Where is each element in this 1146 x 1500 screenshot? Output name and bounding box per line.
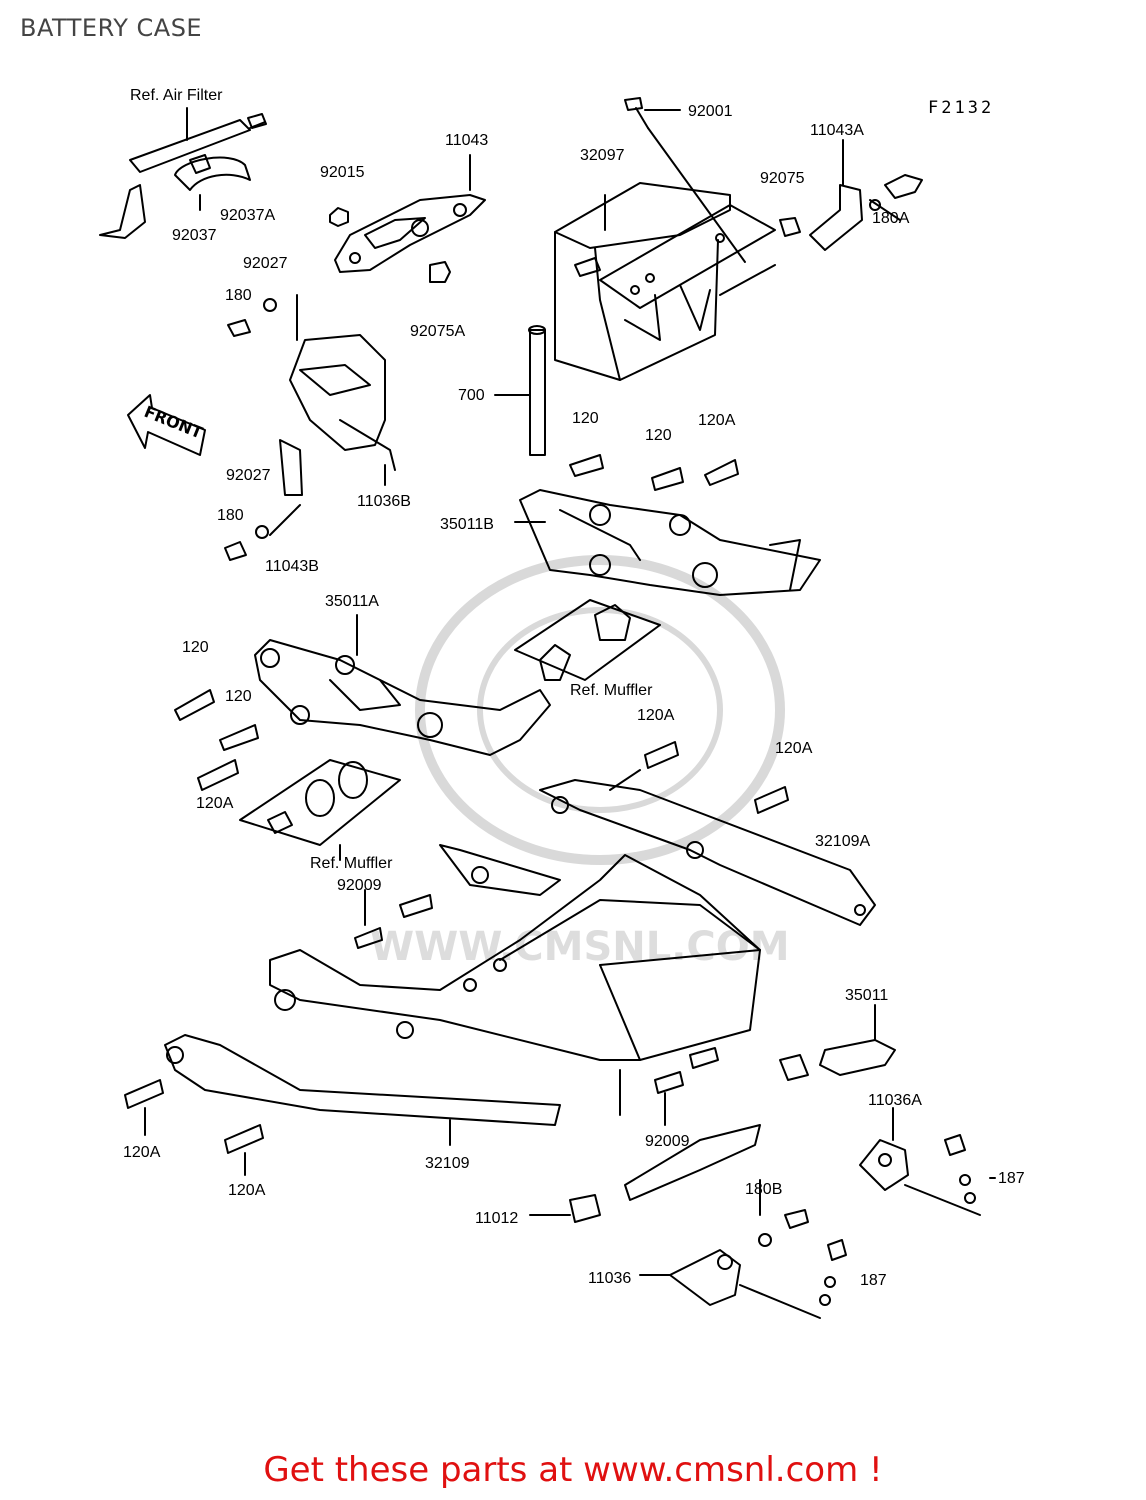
label-120-b: 120 — [645, 427, 672, 444]
label-120-d: 120 — [225, 688, 252, 705]
label-32109A: 32109A — [815, 833, 870, 850]
part-11036A-mount — [859, 1107, 996, 1216]
label-92037A: 92037A — [220, 207, 275, 224]
label-120A-c: 120A — [637, 707, 675, 724]
label-92001: 92001 — [688, 103, 733, 120]
label-11043A: 11043A — [810, 122, 864, 139]
label-92075A: 92075A — [410, 323, 465, 340]
page-title: BATTERY CASE — [20, 14, 203, 42]
part-11012-collar — [529, 1194, 601, 1223]
label-700: 700 — [458, 387, 485, 404]
part-11036-mount — [639, 1179, 847, 1319]
watermark-logo: WWW.CMSNL.COM — [370, 555, 790, 970]
label-92037: 92037 — [172, 227, 217, 244]
part-35011-grab-rail — [619, 1004, 896, 1201]
part-32109A-rail — [539, 741, 876, 926]
label-11036B: 11036B — [357, 493, 411, 510]
part-35011A — [174, 599, 661, 791]
part-92001-bolt — [624, 97, 746, 263]
label-92009-upper: 92009 — [337, 877, 382, 894]
front-arrow-label: FRONT — [141, 402, 205, 443]
muffler-ref-lower — [239, 759, 401, 861]
label-120A-f: 120A — [228, 1182, 266, 1199]
label-35011B: 35011B — [440, 516, 494, 533]
part-32097-battery-case — [554, 182, 776, 381]
label-11012: 11012 — [475, 1210, 518, 1227]
label-11043B: 11043B — [265, 558, 319, 575]
parts-diagram: WWW.CMSNL.COM — [99, 87, 1025, 1319]
label-11043: 11043 — [445, 132, 488, 149]
label-120A-e: 120A — [123, 1144, 161, 1161]
label-187-lower: 187 — [860, 1272, 887, 1289]
label-120A-a: 120A — [698, 412, 736, 429]
label-92027-top: 92027 — [243, 255, 288, 272]
label-180A: 180A — [872, 210, 910, 227]
air-filter-bracket — [99, 107, 267, 239]
label-120-a: 120 — [572, 410, 599, 427]
part-11036B — [224, 294, 396, 561]
label-32097: 32097 — [580, 147, 625, 164]
label-120A-d: 120A — [775, 740, 813, 757]
label-180-bottom: 180 — [217, 507, 244, 524]
label-120-c: 120 — [182, 639, 209, 656]
label-120A-b: 120A — [196, 795, 234, 812]
label-35011A: 35011A — [325, 593, 379, 610]
watermark-text: WWW.CMSNL.COM — [370, 924, 790, 970]
label-92075: 92075 — [760, 170, 805, 187]
label-92009-lower: 92009 — [645, 1133, 690, 1150]
label-35011: 35011 — [845, 987, 888, 1004]
label-32109: 32109 — [425, 1155, 470, 1172]
part-11043A — [779, 139, 923, 251]
label-ref-muffler-lower: Ref. Muffler — [310, 855, 393, 872]
label-ref-muffler-upper: Ref. Muffler — [570, 682, 653, 699]
part-labels: Ref. Air Filter 92037 92037A 92015 11043… — [123, 87, 1025, 1289]
label-ref-air-filter: Ref. Air Filter — [130, 87, 223, 104]
rear-cowl — [269, 844, 761, 1061]
label-92027-bottom: 92027 — [226, 467, 271, 484]
label-92015: 92015 — [320, 164, 365, 181]
label-187-upper: 187 — [998, 1170, 1025, 1187]
part-35011B — [514, 454, 821, 596]
footer-link-text[interactable]: Get these parts at www.cmsnl.com ! — [263, 1450, 883, 1490]
front-arrow — [127, 394, 206, 456]
label-180-top: 180 — [225, 287, 252, 304]
diagram-code: F2132 — [928, 98, 995, 118]
label-11036: 11036 — [588, 1270, 631, 1287]
label-180B: 180B — [745, 1181, 782, 1198]
part-11043 — [329, 154, 486, 283]
part-700-rod — [494, 325, 546, 456]
part-32109-rail — [124, 1034, 561, 1176]
label-11036A: 11036A — [868, 1092, 922, 1109]
